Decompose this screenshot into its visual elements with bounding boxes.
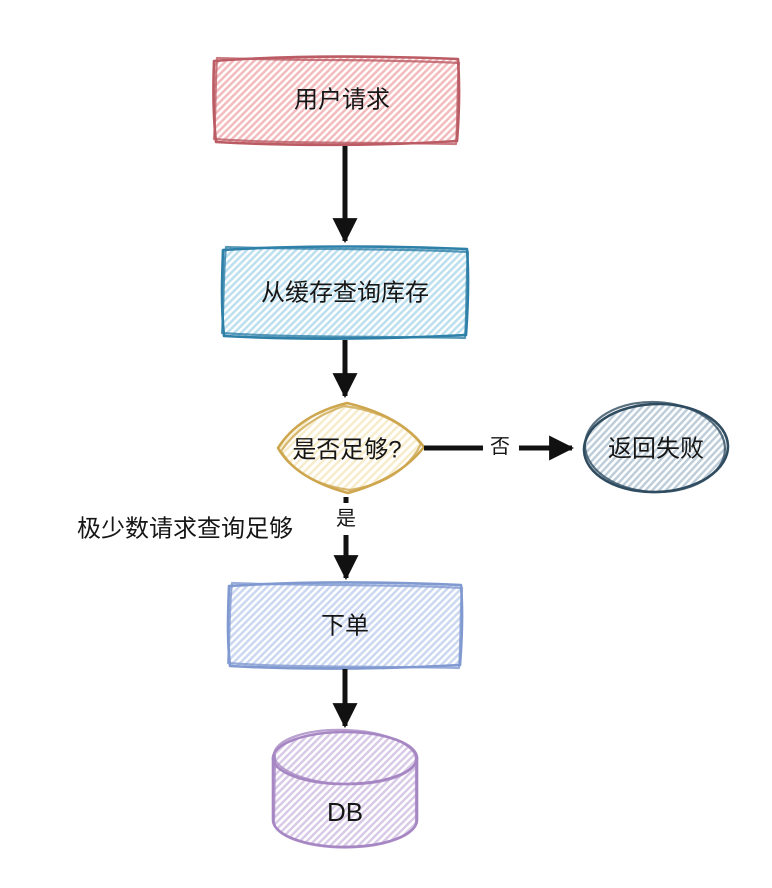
node-fill bbox=[229, 583, 462, 668]
node-outline-rough bbox=[212, 56, 461, 146]
edge-label-bg bbox=[483, 431, 519, 464]
edge-label-no: 否 bbox=[490, 436, 510, 458]
node-place-order: 下单 bbox=[226, 581, 464, 670]
node-label: 是否足够? bbox=[292, 437, 401, 464]
node-outline-rough bbox=[226, 581, 464, 670]
edge-decision-no: 否 bbox=[424, 431, 575, 464]
node-label: 下单 bbox=[321, 613, 369, 640]
edge-decision-yes: 是 bbox=[329, 497, 363, 581]
node-outline-rough bbox=[220, 245, 470, 340]
annotation-note: 极少数请求查询足够 bbox=[77, 516, 293, 543]
node-fill bbox=[279, 404, 422, 492]
cylinder-body-outline-rough bbox=[272, 753, 418, 849]
node-fill bbox=[214, 57, 459, 144]
node-label: 从缓存查询库存 bbox=[261, 280, 429, 307]
node-label: 用户请求 bbox=[294, 87, 390, 114]
node-fill bbox=[273, 732, 417, 847]
edge-label-yes: 是 bbox=[336, 508, 356, 530]
node-fill bbox=[223, 247, 468, 338]
node-fill bbox=[586, 404, 726, 492]
node-is-enough: 是否足够? bbox=[276, 401, 426, 495]
node-database: DB bbox=[271, 728, 419, 849]
node-return-failure: 返回失败 bbox=[582, 400, 730, 494]
node-query-cache-stock: 从缓存查询库存 bbox=[220, 245, 470, 340]
edge-label-bg bbox=[329, 503, 363, 535]
node-label: DB bbox=[327, 797, 363, 827]
node-user-request: 用户请求 bbox=[212, 55, 461, 147]
node-outline-rough bbox=[583, 400, 727, 494]
node-outline-rough bbox=[279, 404, 423, 492]
node-label: 返回失败 bbox=[608, 436, 704, 463]
